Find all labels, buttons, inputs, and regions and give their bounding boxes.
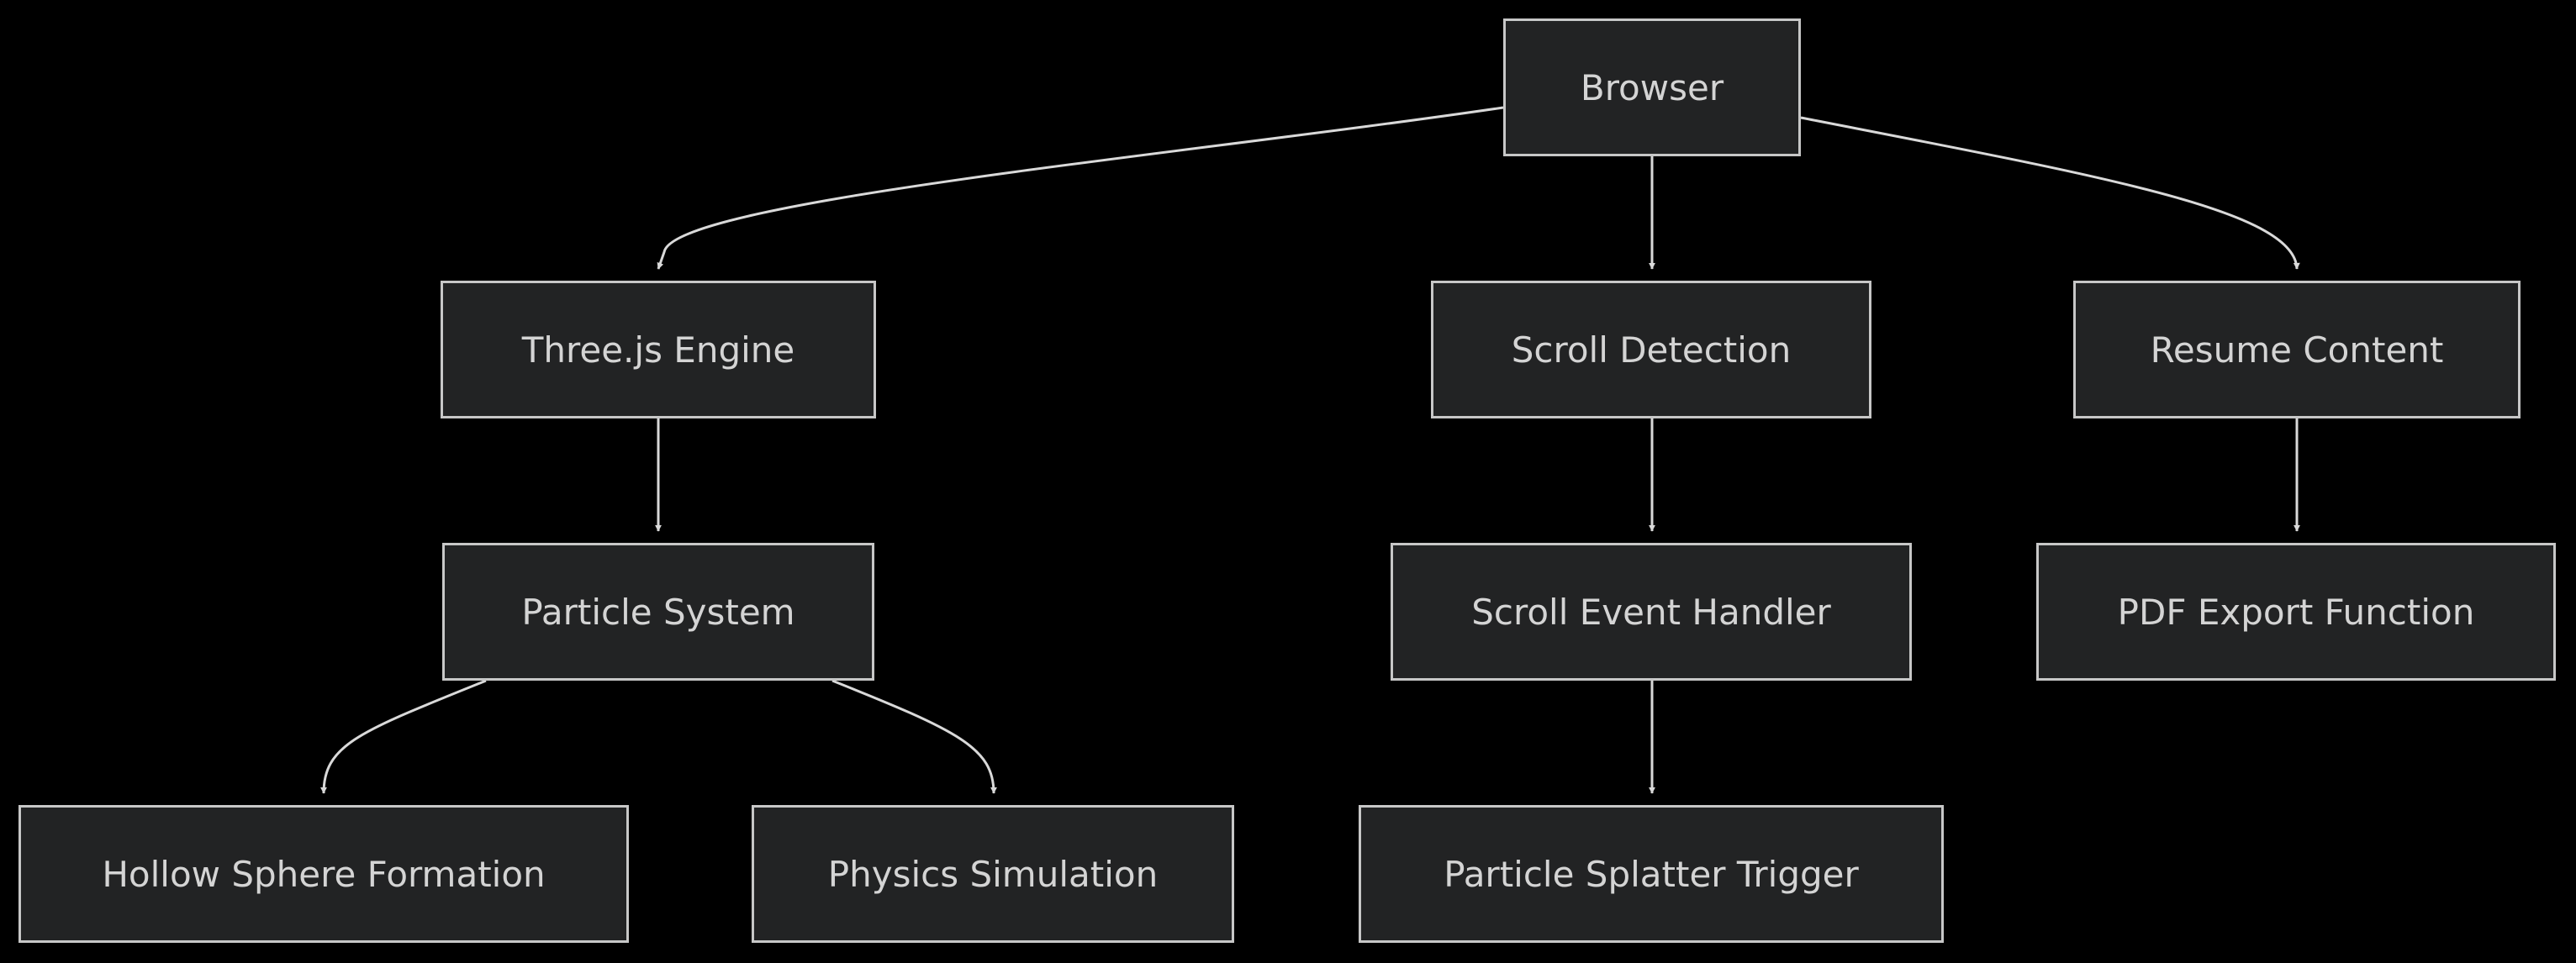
node-browser-label: Browser: [1580, 66, 1724, 108]
edge-browser-to-resume-content: [1800, 116, 2300, 270]
node-scroll-event-handler-label: Scroll Event Handler: [1471, 591, 1831, 633]
node-particle-splatter-trigger[interactable]: Particle Splatter Trigger: [1359, 805, 1944, 943]
edge-particle-to-physics: [831, 679, 997, 794]
node-scroll-event-handler[interactable]: Scroll Event Handler: [1391, 543, 1912, 681]
node-pdf-export-function-label: PDF Export Function: [2117, 591, 2475, 633]
edge-particle-to-hollow-sphere: [320, 679, 487, 794]
node-scroll-detection[interactable]: Scroll Detection: [1431, 281, 1871, 418]
node-hollow-sphere-formation-label: Hollow Sphere Formation: [102, 853, 546, 895]
node-physics-simulation[interactable]: Physics Simulation: [752, 805, 1234, 943]
node-hollow-sphere-formation[interactable]: Hollow Sphere Formation: [18, 805, 629, 943]
node-threejs-engine[interactable]: Three.js Engine: [441, 281, 876, 418]
edge-browser-to-threejs: [657, 106, 1504, 270]
node-pdf-export-function[interactable]: PDF Export Function: [2036, 543, 2556, 681]
node-resume-content[interactable]: Resume Content: [2073, 281, 2521, 418]
node-browser[interactable]: Browser: [1503, 18, 1801, 156]
node-scroll-detection-label: Scroll Detection: [1511, 329, 1792, 371]
node-particle-splatter-trigger-label: Particle Splatter Trigger: [1444, 853, 1859, 895]
node-physics-simulation-label: Physics Simulation: [827, 853, 1159, 895]
node-particle-system-label: Particle System: [521, 591, 795, 633]
node-resume-content-label: Resume Content: [2150, 329, 2444, 371]
node-threejs-engine-label: Three.js Engine: [521, 329, 795, 371]
node-particle-system[interactable]: Particle System: [442, 543, 874, 681]
